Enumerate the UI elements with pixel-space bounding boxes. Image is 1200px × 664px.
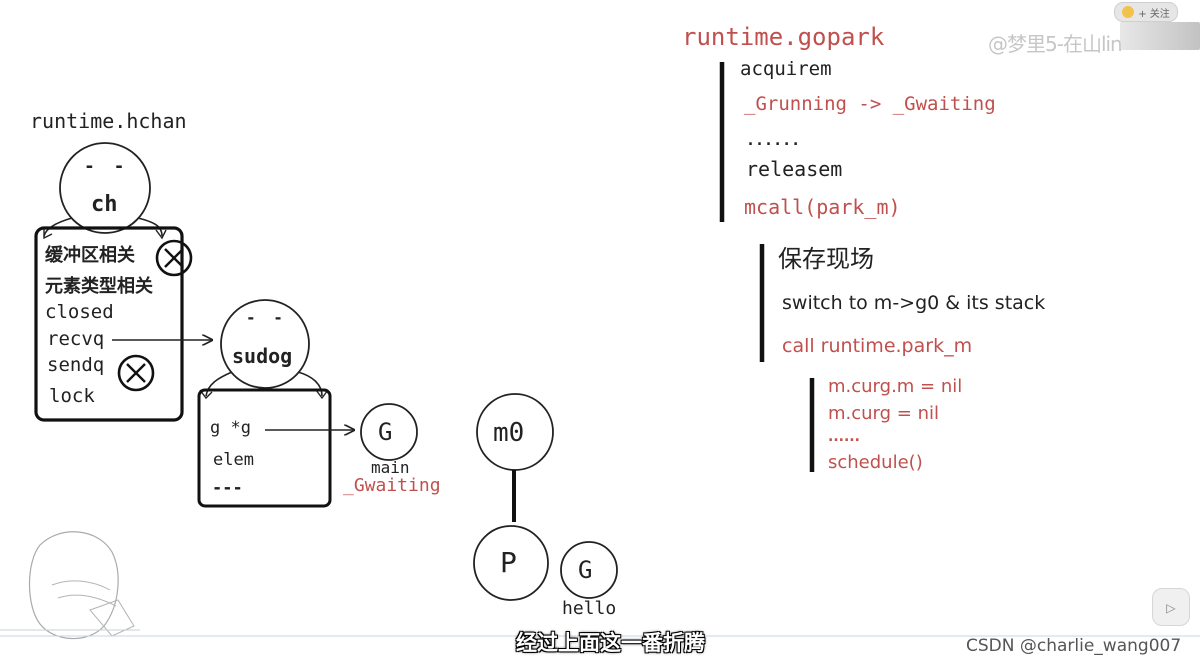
gopark-step: mcall(park_m) [744, 195, 901, 219]
hchan-field: lock [49, 385, 95, 407]
sudog-field: elem [213, 450, 254, 470]
avatar [1122, 6, 1135, 18]
ch-face [43, 142, 167, 240]
g-main-name: main [371, 458, 410, 477]
p-label: P [500, 546, 517, 579]
sudog-field: g *g [210, 418, 251, 438]
park-m-step: schedule() [828, 452, 923, 473]
park-m-step: m.curg = nil [828, 403, 940, 424]
hchan-field: closed [45, 301, 114, 323]
play-button[interactable]: ▷ [1152, 588, 1190, 626]
hchan-field: 缓冲区相关 [45, 245, 135, 266]
mcall-step: call runtime.park_m [782, 335, 973, 357]
sudog-face [199, 299, 329, 400]
g-hello-name: hello [562, 598, 617, 619]
hchan-title: runtime.hchan [30, 109, 187, 133]
mcall-step: switch to m->g0 & its stack [782, 292, 1046, 314]
x-circle-icon [117, 354, 155, 392]
ch-face-label: ch [91, 192, 118, 217]
follow-button[interactable]: + 关注 [1114, 2, 1178, 22]
mascot-sketch [0, 531, 140, 640]
gopark-step: acquirem [740, 58, 832, 80]
gopark-title: runtime.gopark [682, 23, 885, 51]
csdn-credit: CSDN @charlie_wang007 [966, 636, 1182, 656]
g-hello-circle [560, 541, 618, 599]
park-m-step: ...... [828, 429, 860, 445]
gopark-step: _Grunning -> _Gwaiting [744, 93, 996, 115]
gopark-step: releasem [746, 157, 843, 181]
g-main-label: G [378, 418, 393, 446]
mcall-step: 保存现场 [778, 245, 874, 273]
sudog-field: --- [212, 478, 243, 498]
watermark-text: @梦里5-在山lin [988, 32, 1123, 56]
sudog-box [197, 388, 332, 508]
g-main-state: _Gwaiting [343, 475, 441, 496]
sudog-face-eyes: - - [246, 308, 287, 327]
p-circle [473, 525, 549, 601]
video-subtitle: 经过上面这一番折腾 [516, 631, 705, 655]
g-hello-label: G [578, 556, 593, 584]
hchan-field: recvq [47, 328, 105, 350]
g-main-circle [360, 403, 418, 461]
sudog-face-label: sudog [232, 344, 293, 368]
hchan-field: 元素类型相关 [45, 276, 153, 297]
hchan-field: sendq [47, 354, 105, 376]
play-icon: ▷ [1166, 597, 1176, 617]
m0-label: m0 [493, 418, 525, 448]
follow-label: + 关注 [1138, 8, 1170, 20]
watermark-logo [1120, 22, 1200, 50]
hchan-box [34, 226, 184, 422]
gopark-step: ...... [746, 131, 801, 149]
park-m-step: m.curg.m = nil [828, 376, 963, 397]
ch-face-eyes: - - [84, 156, 129, 177]
x-circle-icon [155, 239, 193, 277]
